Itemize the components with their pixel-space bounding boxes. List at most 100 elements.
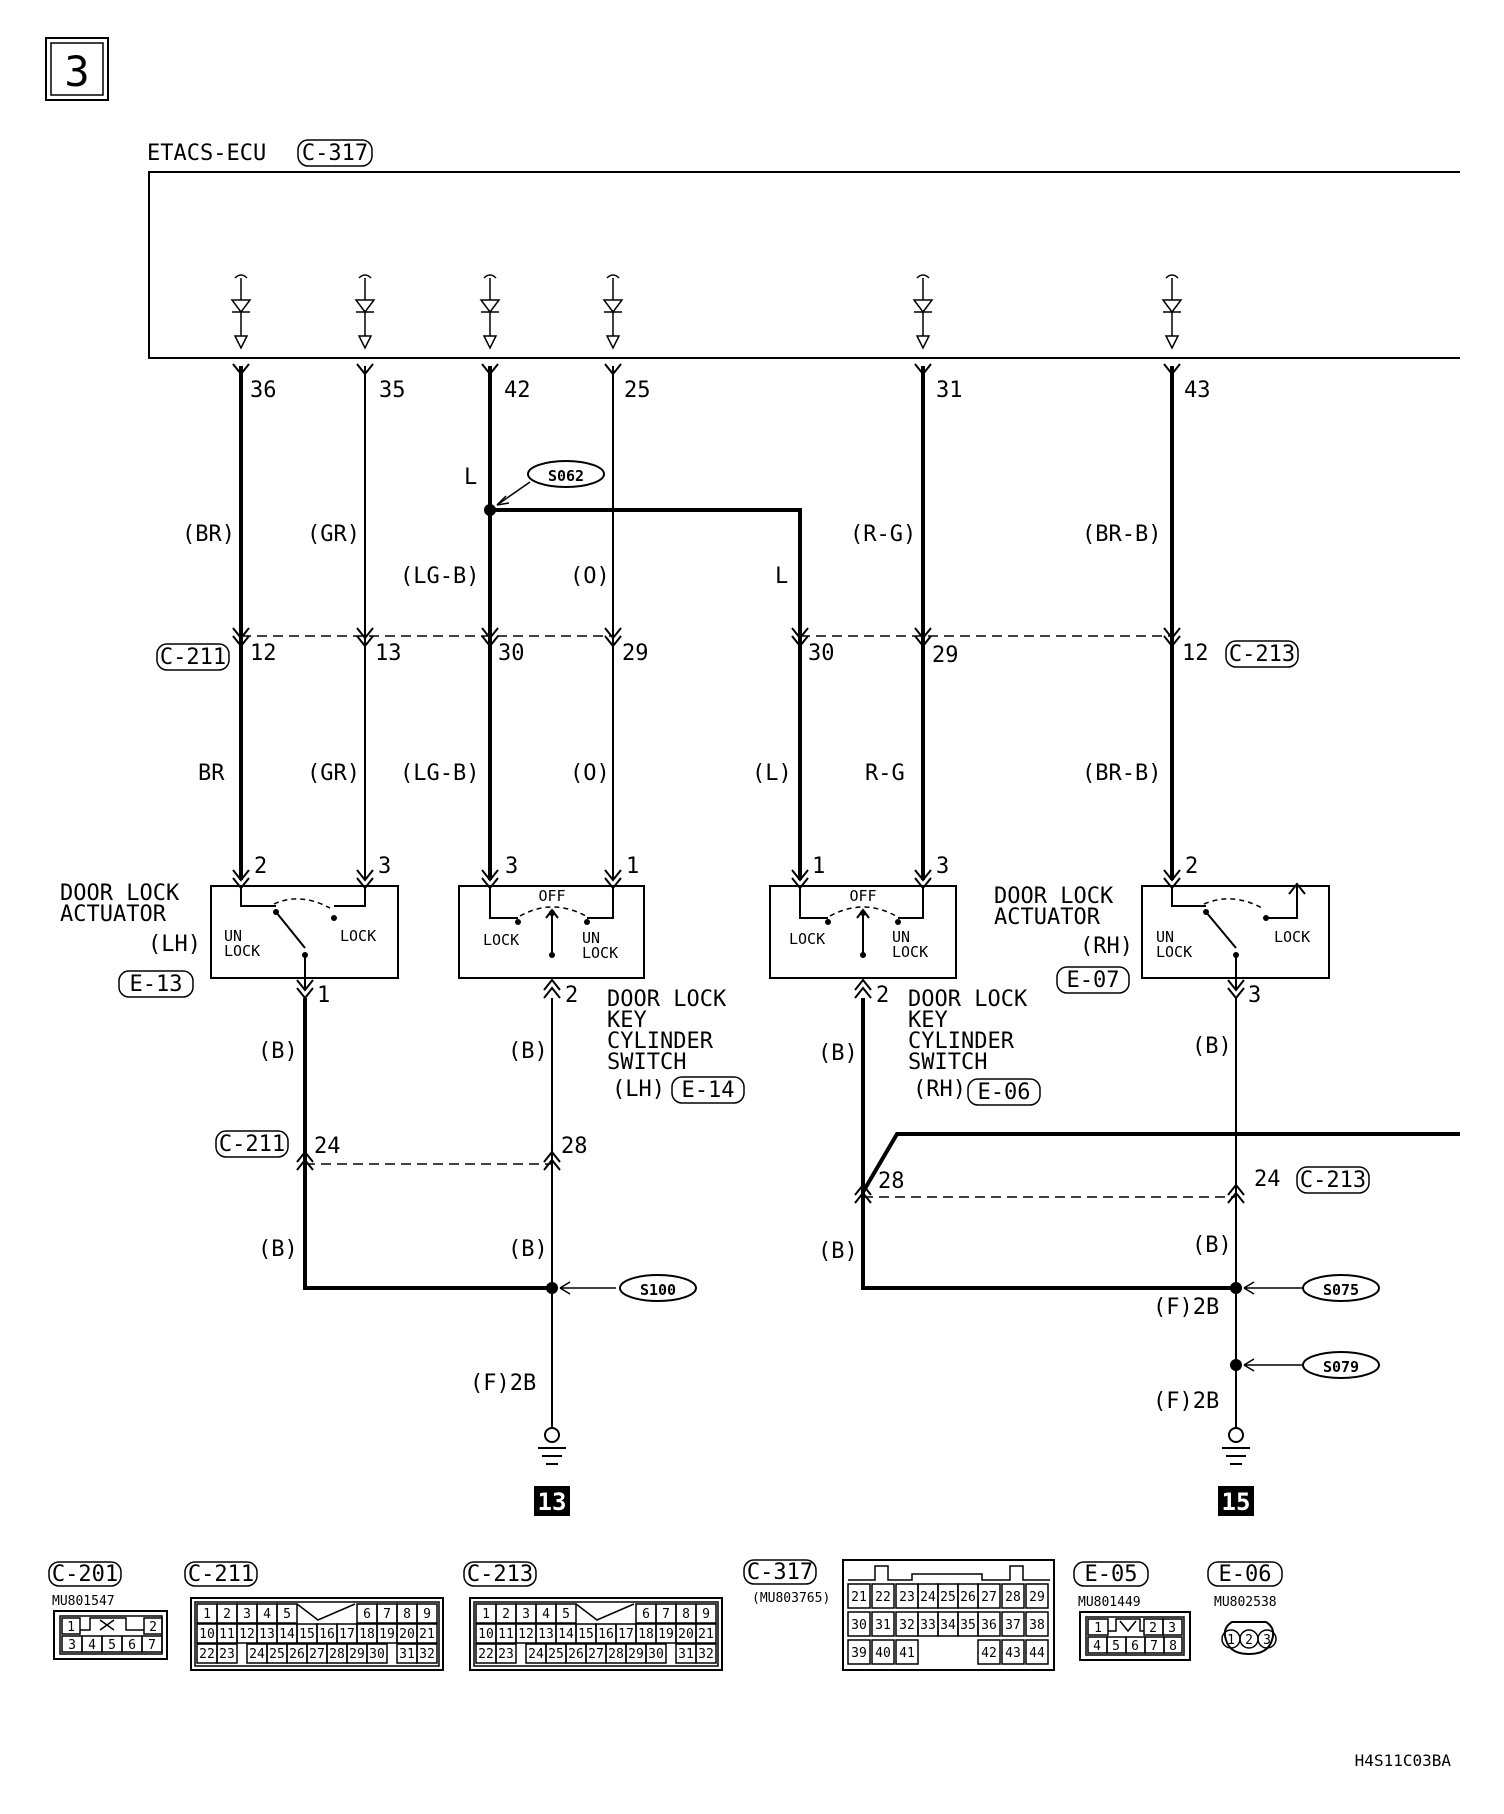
- ecu-connector-badge: [297, 139, 373, 167]
- c211-upper-label: C-211: [160, 645, 226, 670]
- svg-text:14: 14: [558, 1627, 574, 1642]
- e06-view-name: E-06: [1219, 1562, 1272, 1587]
- svg-text:21: 21: [419, 1627, 435, 1642]
- wire-label-lg-b: (LG-B): [400, 564, 479, 589]
- svg-text:26: 26: [568, 1647, 584, 1662]
- switch-lh-pin-2: 2: [565, 983, 578, 1008]
- svg-text:7: 7: [383, 1607, 391, 1622]
- switch-lh-unlock-2: LOCK: [582, 944, 618, 962]
- c317-row-3: 39 40 41 42 43 44: [847, 1639, 1049, 1665]
- ground-15: 15: [1218, 1427, 1254, 1516]
- svg-text:18: 18: [638, 1627, 654, 1642]
- splice-s075-dot: [1230, 1282, 1242, 1294]
- switch-rh-title-4: SWITCH: [908, 1050, 987, 1075]
- svg-text:8: 8: [682, 1607, 690, 1622]
- svg-text:43: 43: [1005, 1646, 1021, 1661]
- splice-s075-label: S075: [1323, 1281, 1359, 1299]
- e05-view-part: MU801449: [1078, 1595, 1141, 1610]
- ecu-pin-35: 35: [379, 378, 406, 403]
- svg-text:19: 19: [658, 1627, 674, 1642]
- ground-13-label: 13: [538, 1488, 567, 1516]
- ecu-drivers: [230, 274, 1183, 350]
- svg-text:21: 21: [851, 1590, 867, 1605]
- c213-row-3: 22 23 24 25 26 27 28 29 30 31 32: [475, 1643, 717, 1664]
- actuator-lh-connector: E-13: [130, 972, 183, 997]
- switch-rh-connector: E-06: [978, 1080, 1031, 1105]
- actuator-lh-pin-1: 1: [317, 983, 330, 1008]
- upper-wire-labels: (BR) (GR) (LG-B) (O) L (R-G) (BR-B): [182, 522, 1161, 589]
- svg-text:31: 31: [875, 1618, 891, 1633]
- actuator-lh-side: (LH): [148, 932, 201, 957]
- splice-s079-label: S079: [1323, 1358, 1359, 1376]
- actuator-rh-unlock-1: UN: [1156, 928, 1174, 946]
- driver-25: [602, 274, 624, 350]
- ground-13: 13: [534, 1427, 570, 1516]
- actuator-lh-unlock-1: UN: [224, 927, 242, 945]
- svg-text:27: 27: [309, 1647, 325, 1662]
- ecu-pin-labels: 36 35 42 25 31 43: [250, 378, 1211, 403]
- splice-s100-dot: [546, 1282, 558, 1294]
- e05-view-name: E-05: [1085, 1562, 1138, 1587]
- wire-b-actuator-lh: [303, 998, 552, 1290]
- driver-43: [1161, 274, 1183, 350]
- key-cylinder-switch-rh: OFF LOCK UN LOCK 2 DOOR LOCK KEY CYLINDE…: [769, 885, 1041, 1106]
- connector-c211-upper: C-211 12 13 30 29: [156, 627, 649, 671]
- svg-text:38: 38: [1029, 1618, 1045, 1633]
- svg-text:7: 7: [148, 1638, 156, 1653]
- svg-text:4: 4: [88, 1638, 96, 1653]
- svg-text:37: 37: [1005, 1618, 1021, 1633]
- splice-s100-label: S100: [640, 1281, 676, 1299]
- switch-lh-title-1: DOOR LOCK: [607, 987, 727, 1012]
- switch-lh-pin-1: 1: [626, 854, 639, 879]
- wire-label-b-4: (B): [1192, 1034, 1232, 1059]
- svg-text:23: 23: [498, 1647, 514, 1662]
- wire-label-lg-b-mid: (LG-B): [400, 761, 479, 786]
- svg-text:5: 5: [562, 1607, 570, 1622]
- wire-label-b-6: (B): [508, 1237, 548, 1262]
- svg-text:42: 42: [981, 1646, 997, 1661]
- svg-text:19: 19: [379, 1627, 395, 1642]
- c211-row-1: 1 2 3 4 5 6 7 8 9: [196, 1603, 438, 1624]
- ecu-pin-arrows: [232, 363, 1181, 376]
- switch-lh-title-4: SWITCH: [607, 1050, 686, 1075]
- svg-text:25: 25: [269, 1647, 285, 1662]
- wires-upper: [239, 366, 1174, 880]
- figure-code: H4S11C03BA: [1355, 1751, 1452, 1770]
- splice-s062-label: S062: [548, 467, 584, 485]
- svg-text:28: 28: [1005, 1590, 1021, 1605]
- c317-row-2: 30 31 32 33 34 35 36 37 38: [847, 1611, 1049, 1637]
- wire-label-r-g: (R-G): [850, 522, 916, 547]
- svg-text:5: 5: [1112, 1639, 1120, 1654]
- wire-label-o: (O): [570, 564, 610, 589]
- switch-lh-title-2: KEY: [607, 1008, 647, 1033]
- switch-rh-side: (RH): [913, 1077, 966, 1102]
- svg-text:6: 6: [363, 1607, 371, 1622]
- splice-s062-badge: [527, 460, 605, 488]
- splice-s075: S075: [1243, 1274, 1380, 1302]
- svg-text:2: 2: [223, 1607, 231, 1622]
- c213-row-2: 10 11 12 13 14 15 16 17 18 19 20 21: [475, 1623, 717, 1644]
- svg-text:7: 7: [662, 1607, 670, 1622]
- splice-s062-dot: [484, 504, 496, 516]
- switch-lh-pin-3: 3: [505, 854, 518, 879]
- c211-lower-label: C-211: [219, 1132, 285, 1157]
- c317-view-part: (MU803765): [752, 1591, 830, 1606]
- switch-rh-unlock-2: LOCK: [892, 943, 928, 961]
- wire-label-gr: (GR): [307, 522, 360, 547]
- actuator-lh-lock: LOCK: [340, 927, 376, 945]
- svg-text:3: 3: [243, 1607, 251, 1622]
- svg-text:15: 15: [299, 1627, 315, 1642]
- switch-lh-unlock-1: UN: [582, 929, 600, 947]
- actuator-rh-lock: LOCK: [1274, 928, 1310, 946]
- svg-text:28: 28: [329, 1647, 345, 1662]
- actuator-rh-title-1: DOOR LOCK: [994, 884, 1114, 909]
- actuator-rh-pin-2: 2: [1185, 854, 1198, 879]
- switch-lh-connector: E-14: [682, 1078, 735, 1103]
- actuator-lh-unlock-2: LOCK: [224, 942, 260, 960]
- wire-label-l-mid: (L): [752, 761, 792, 786]
- driver-36: [230, 274, 252, 350]
- actuator-lh-pin-3: 3: [378, 854, 391, 879]
- wire-label-br-mid: BR: [198, 761, 225, 786]
- connector-view-c317: C-317 (MU803765) 21 22 23 24 25 26 27 28…: [743, 1559, 1055, 1671]
